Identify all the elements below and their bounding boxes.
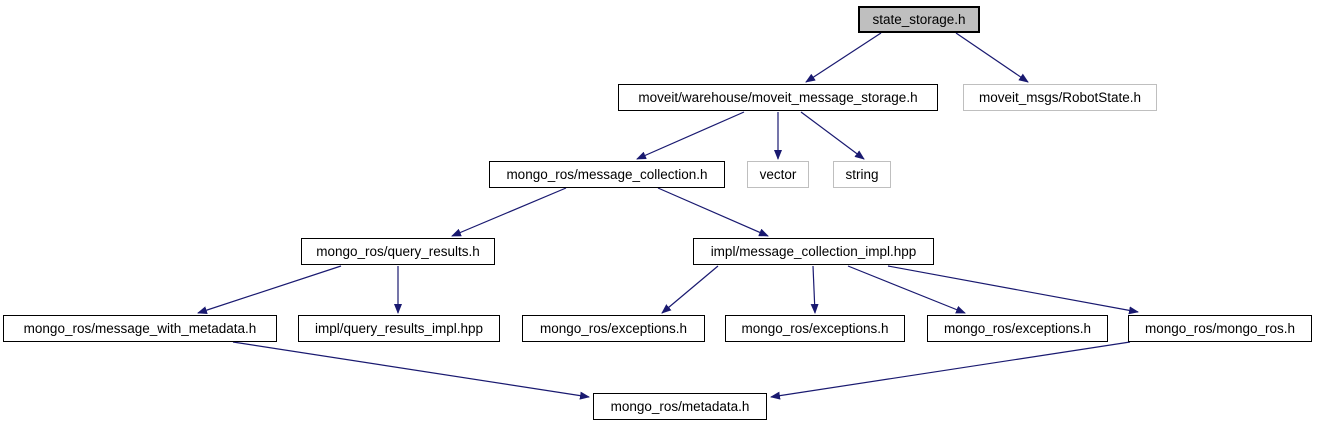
graph-edge-message_collection_impl-to-exceptions3 — [847, 265, 966, 314]
graph-edge-query_results-to-message_with_metadata — [197, 265, 342, 314]
graph-node-query_results[interactable]: mongo_ros/query_results.h — [301, 238, 495, 265]
graph-node-exceptions1[interactable]: mongo_ros/exceptions.h — [522, 315, 705, 342]
graph-node-state_storage: state_storage.h — [858, 6, 980, 33]
graph-node-query_results_impl[interactable]: impl/query_results_impl.hpp — [298, 315, 500, 342]
graph-edge-message_collection_impl-to-exceptions1 — [661, 265, 719, 314]
graph-node-message_with_metadata[interactable]: mongo_ros/message_with_metadata.h — [3, 315, 277, 342]
graph-node-exceptions2[interactable]: mongo_ros/exceptions.h — [725, 315, 905, 342]
graph-node-string: string — [833, 161, 891, 188]
graph-edge-message_collection_impl-to-mongo_ros — [887, 265, 1139, 315]
graph-node-vector: vector — [747, 161, 809, 188]
graph-edge-message_collection_impl-to-exceptions2 — [810, 265, 819, 314]
graph-edge-moveit_message_storage-to-string — [800, 111, 865, 160]
graph-edge-mongo_ros-to-metadata — [770, 341, 1131, 400]
graph-node-exceptions3[interactable]: mongo_ros/exceptions.h — [927, 315, 1108, 342]
graph-edge-state_storage-to-moveit_message_storage — [805, 32, 882, 83]
graph-edge-message_collection-to-message_collection_impl — [657, 187, 769, 237]
graph-node-message_collection_impl[interactable]: impl/message_collection_impl.hpp — [693, 238, 934, 265]
graph-node-metadata[interactable]: mongo_ros/metadata.h — [593, 393, 767, 420]
graph-edge-state_storage-to-robot_state — [955, 32, 1029, 83]
graph-edge-moveit_message_storage-to-message_collection — [636, 111, 745, 160]
graph-edge-message_with_metadata-to-metadata — [232, 341, 590, 400]
graph-node-robot_state: moveit_msgs/RobotState.h — [963, 84, 1157, 111]
graph-node-moveit_message_storage[interactable]: moveit/warehouse/moveit_message_storage.… — [618, 84, 938, 111]
graph-edge-message_collection-to-query_results — [451, 187, 567, 237]
graph-node-message_collection[interactable]: mongo_ros/message_collection.h — [489, 161, 725, 188]
graph-node-mongo_ros[interactable]: mongo_ros/mongo_ros.h — [1128, 315, 1312, 342]
